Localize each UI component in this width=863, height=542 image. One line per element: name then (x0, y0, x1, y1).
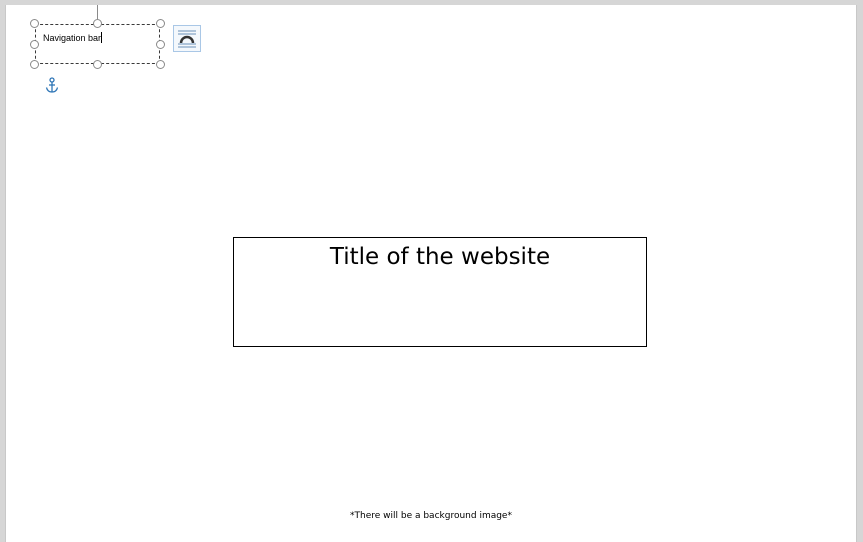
navigation-textbox-content[interactable]: Navigation bar (43, 32, 103, 43)
background-image-note: *There will be a background image* (350, 511, 512, 521)
website-title: Title of the website (329, 244, 551, 270)
resize-handle-right[interactable] (156, 40, 165, 49)
resize-handle-bottom-left[interactable] (30, 60, 39, 69)
resize-handle-bottom-right[interactable] (156, 60, 165, 69)
navigation-textbox-label: Navigation bar (43, 33, 102, 43)
resize-handle-top[interactable] (93, 19, 102, 28)
layout-options-button[interactable] (173, 25, 201, 52)
navigation-textbox[interactable]: Navigation bar (35, 24, 160, 64)
text-caret (101, 32, 103, 43)
resize-handle-top-left[interactable] (30, 19, 39, 28)
title-textbox[interactable]: Title of the website (233, 237, 647, 347)
document-page: Navigation bar Title of the website *The… (5, 5, 857, 542)
layout-options-icon (178, 30, 196, 48)
resize-handle-bottom[interactable] (93, 60, 102, 69)
rotation-handle-line (97, 5, 98, 19)
resize-handle-top-right[interactable] (156, 19, 165, 28)
anchor-icon (44, 77, 60, 94)
resize-handle-left[interactable] (30, 40, 39, 49)
